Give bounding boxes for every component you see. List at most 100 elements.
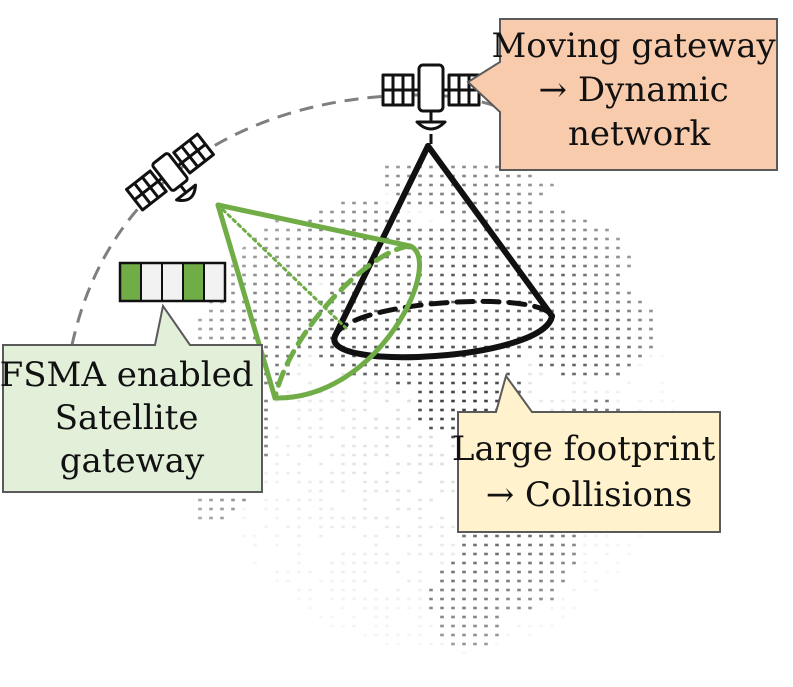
map-dot (264, 417, 268, 421)
map-dot (484, 165, 488, 169)
map-dot (363, 489, 367, 493)
map-dot (374, 417, 378, 421)
map-dot (418, 570, 422, 574)
map-dot (385, 318, 389, 322)
map-dot (440, 246, 444, 250)
map-dot (374, 597, 378, 601)
map-dot (220, 498, 224, 502)
map-dot (242, 327, 246, 331)
map-dot (341, 579, 345, 583)
map-dot (451, 435, 455, 439)
map-dot (495, 282, 499, 286)
map-dot (572, 318, 576, 322)
map-dot (506, 372, 510, 376)
map-dot (528, 327, 532, 331)
map-dot (374, 228, 378, 232)
map-dot (341, 624, 345, 628)
map-dot (363, 255, 367, 259)
map-dot (550, 606, 554, 610)
map-dot (319, 534, 323, 538)
map-dot (506, 291, 510, 295)
map-dot (484, 291, 488, 295)
map-dot (484, 336, 488, 340)
map-dot (495, 228, 499, 232)
map-dot (418, 237, 422, 241)
map-dot (594, 588, 598, 592)
map-dot (550, 183, 554, 187)
callout-footprint-line-1: Large footprint (452, 429, 716, 469)
map-dot (341, 201, 345, 205)
map-dot (253, 318, 257, 322)
map-dot (308, 480, 312, 484)
map-dot (484, 642, 488, 646)
map-dot (572, 372, 576, 376)
map-dot (418, 498, 422, 502)
map-dot (286, 570, 290, 574)
callout-moving-line-2: → Dynamic (539, 70, 729, 110)
map-dot (319, 345, 323, 349)
map-dot (451, 201, 455, 205)
map-dot (451, 264, 455, 268)
map-dot (407, 363, 411, 367)
map-dot (429, 228, 433, 232)
map-dot (385, 624, 389, 628)
map-dot (605, 543, 609, 547)
map-dot (407, 201, 411, 205)
map-dot (407, 255, 411, 259)
map-dot (561, 255, 565, 259)
map-dot (308, 264, 312, 268)
map-dot (638, 534, 642, 538)
map-dot (363, 300, 367, 304)
map-dot (473, 570, 477, 574)
map-dot (275, 516, 279, 520)
map-dot (352, 462, 356, 466)
map-dot (275, 453, 279, 457)
map-dot (286, 372, 290, 376)
map-dot (385, 516, 389, 520)
map-dot (220, 516, 224, 520)
map-dot (506, 363, 510, 367)
map-dot (275, 318, 279, 322)
map-dot (462, 372, 466, 376)
map-dot (473, 345, 477, 349)
map-dot (209, 309, 213, 313)
map-dot (517, 570, 521, 574)
map-dot (418, 642, 422, 646)
map-dot (396, 462, 400, 466)
map-dot (275, 480, 279, 484)
map-dot (484, 282, 488, 286)
map-dot (462, 534, 466, 538)
map-dot (583, 561, 587, 565)
map-dot (583, 354, 587, 358)
map-dot (572, 363, 576, 367)
map-dot (605, 237, 609, 241)
map-dot (440, 201, 444, 205)
map-dot (330, 597, 334, 601)
map-dot (539, 579, 543, 583)
map-dot (231, 300, 235, 304)
map-dot (583, 219, 587, 223)
map-dot (572, 219, 576, 223)
map-dot (550, 363, 554, 367)
map-dot (528, 363, 532, 367)
map-dot (385, 273, 389, 277)
map-dot (385, 597, 389, 601)
map-dot (385, 552, 389, 556)
map-dot (374, 444, 378, 448)
map-dot (517, 309, 521, 313)
map-dot (572, 336, 576, 340)
map-dot (275, 300, 279, 304)
map-dot (363, 633, 367, 637)
map-dot (638, 309, 642, 313)
map-dot (539, 597, 543, 601)
map-dot (627, 309, 631, 313)
map-dot (418, 534, 422, 538)
map-dot (308, 309, 312, 313)
map-dot (440, 336, 444, 340)
map-dot (352, 597, 356, 601)
map-dot (418, 597, 422, 601)
map-dot (473, 174, 477, 178)
map-dot (594, 363, 598, 367)
map-dot (297, 516, 301, 520)
map-dot (396, 471, 400, 475)
